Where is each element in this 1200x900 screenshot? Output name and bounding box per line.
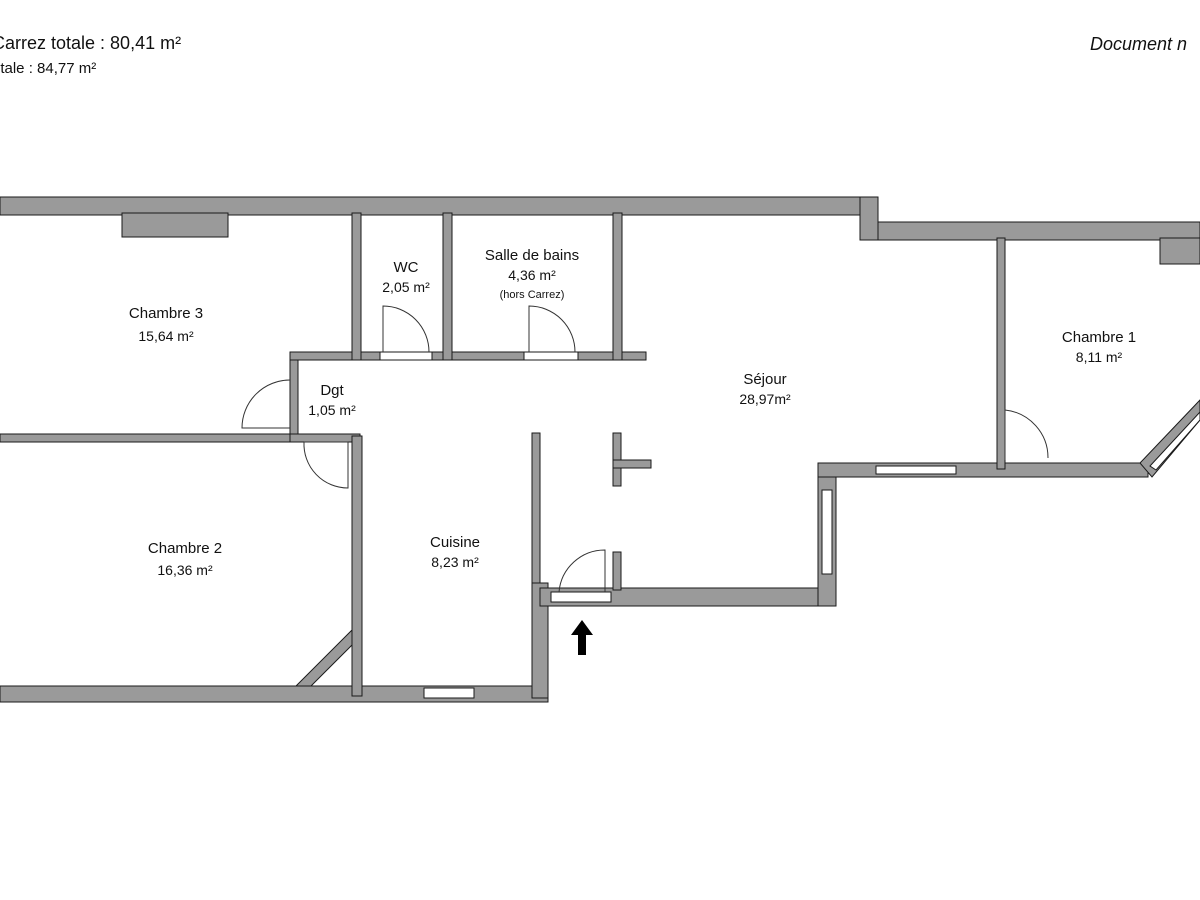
room-area-sejour: 28,97m² [739, 391, 791, 407]
room-labels: Chambre 3 15,64 m² Chambre 2 16,36 m² WC… [129, 247, 1136, 578]
room-name-wc: WC [394, 259, 419, 276]
room-area-wc: 2,05 m² [382, 279, 430, 295]
entrance-arrow-icon [571, 620, 593, 655]
room-name-chambre2: Chambre 2 [148, 540, 222, 557]
room-area-dgt: 1,05 m² [308, 402, 356, 418]
room-name-cuisine: Cuisine [430, 534, 480, 551]
document-note: Document n [1090, 34, 1188, 54]
room-name-sejour: Séjour [743, 371, 786, 388]
room-area-chambre3: 15,64 m² [138, 328, 194, 344]
room-area-salle-de-bains: 4,36 m² [508, 267, 556, 283]
total-surface: otale : 84,77 m² [0, 60, 97, 77]
room-name-chambre3: Chambre 3 [129, 305, 203, 322]
room-area-cuisine: 8,23 m² [431, 554, 479, 570]
room-area-chambre2: 16,36 m² [157, 562, 213, 578]
door-swings [241, 305, 1049, 593]
room-area-chambre1: 8,11 m² [1076, 349, 1123, 365]
room-name-chambre1: Chambre 1 [1062, 329, 1136, 346]
room-name-dgt: Dgt [320, 382, 344, 399]
windows [379, 351, 1200, 699]
room-name-salle-de-bains: Salle de bains [485, 247, 579, 264]
walls [0, 196, 1200, 703]
carrez-total-surface: Carrez totale : 80,41 m² [0, 33, 182, 53]
room-note-salle-de-bains: (hors Carrez) [500, 289, 565, 301]
